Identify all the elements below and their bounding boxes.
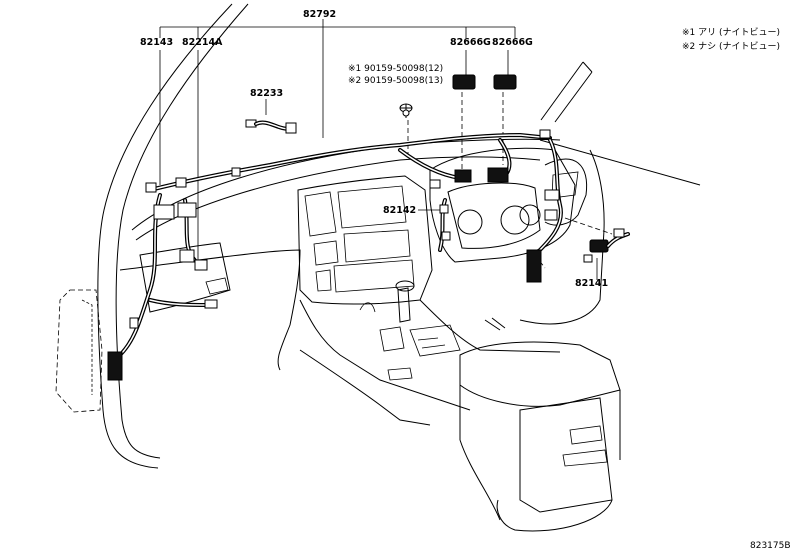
label-82142: 82142 <box>383 205 416 216</box>
connector-82666g-left <box>452 74 476 90</box>
label-82141: 82141 <box>575 278 608 289</box>
leader-lines <box>159 19 613 280</box>
figure-code: 823175B <box>750 541 791 551</box>
sub-harness-82233 <box>245 119 297 134</box>
note-without-night-view: ※2 ナシ (ナイトビュー) <box>682 41 780 52</box>
note-with-night-view: ※1 アリ (ナイトビュー) <box>682 27 780 38</box>
label-82666g-right: 82666G <box>492 37 533 48</box>
label-bolt-spec-1: ※1 90159-50098(12) <box>348 64 443 74</box>
label-bolt-spec-2: ※2 90159-50098(13) <box>348 76 443 86</box>
connector-82141 <box>583 228 630 263</box>
label-82214a: 82214A <box>182 37 223 48</box>
center-console <box>299 280 621 532</box>
a-pillar-left <box>55 3 249 469</box>
bolt-icon <box>399 103 413 118</box>
label-82233: 82233 <box>250 88 283 99</box>
label-82792: 82792 <box>303 9 336 20</box>
connector-82666g-right <box>493 74 517 90</box>
label-82666g-left: 82666G <box>450 37 491 48</box>
a-pillar-right <box>519 61 701 325</box>
harness-connectors <box>107 129 560 381</box>
label-82143: 82143 <box>140 37 173 48</box>
